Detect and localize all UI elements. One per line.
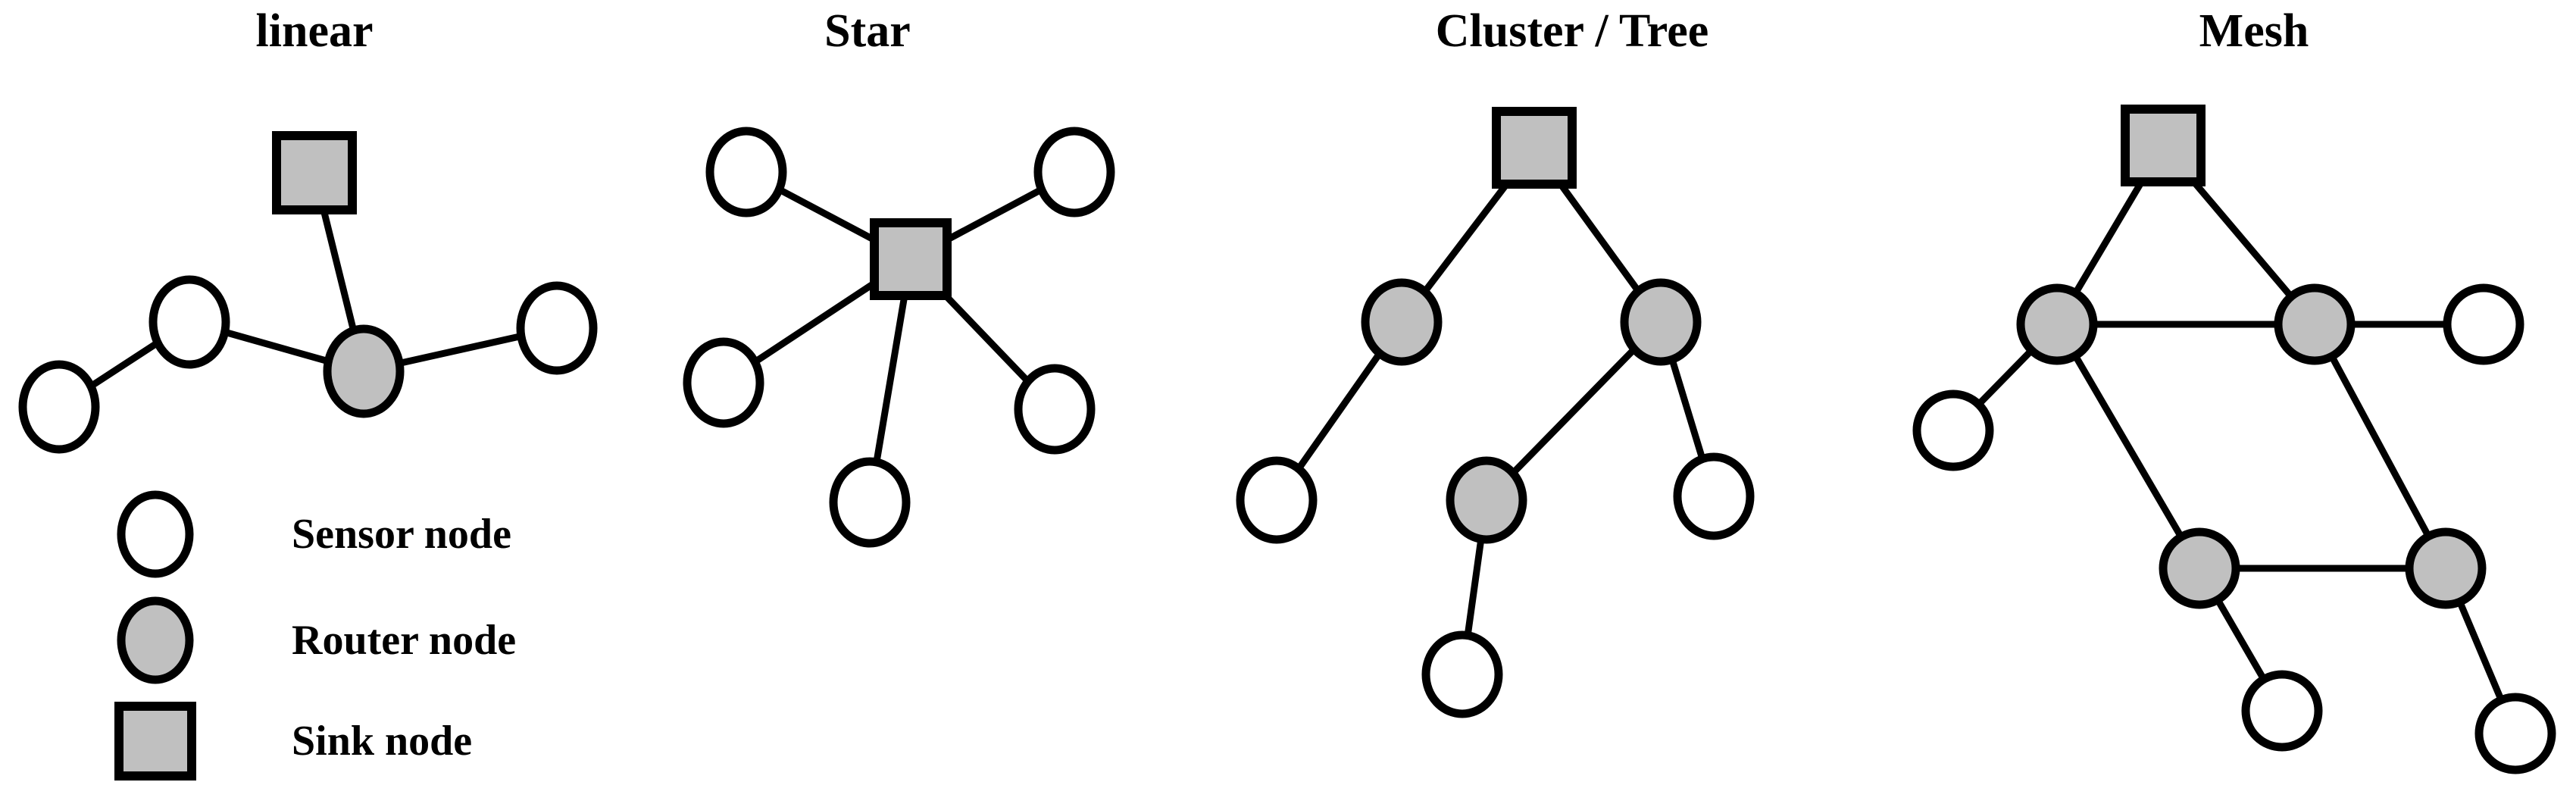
legend-label-sink-node: Sink node: [292, 718, 473, 765]
legend-icon-router-node: [117, 596, 194, 684]
legend-icon-sink-node: [114, 702, 196, 781]
sensor-node-icon: [516, 281, 598, 375]
sink-node-icon: [2121, 105, 2206, 186]
sensor-node-icon: [1236, 456, 1318, 544]
edge-T-r2-T-r3: [1508, 344, 1639, 478]
sink-node-icon: [272, 131, 357, 214]
sensor-node-icon: [1033, 127, 1115, 217]
edge-T-r1-T-s1: [1294, 349, 1384, 474]
sensor-node-icon: [2474, 693, 2556, 774]
router-node-icon: [1361, 278, 1443, 366]
router-node-icon: [1620, 278, 1702, 366]
router-node-icon: [1446, 456, 1527, 544]
sensor-node-icon: [18, 360, 100, 454]
edge-M-r1-M-s2: [1974, 346, 2037, 409]
node-group: [18, 131, 598, 454]
edge-L-sink-L-r1: [320, 205, 358, 336]
router-node-icon: [2274, 283, 2356, 365]
sensor-node-icon: [148, 275, 230, 369]
topology-panel-cluster_tree: [1236, 107, 1755, 718]
sensor-node-icon: [1014, 364, 1096, 455]
sensor-node-icon: [1421, 630, 1503, 718]
panel-title-mesh: Mesh: [2199, 5, 2309, 57]
edge-group: [1294, 179, 1707, 641]
node-group: [1236, 107, 1755, 718]
sensor-node-icon: [683, 337, 764, 428]
legend-label-sensor-node: Sensor node: [292, 511, 511, 558]
topology-panel-linear: [18, 131, 598, 454]
edge-S-sink-S-s5: [873, 290, 908, 468]
topology-panel-star: [683, 127, 1115, 548]
panel-title-star: Star: [824, 5, 911, 57]
edge-M-r2-M-r4: [2327, 352, 2433, 541]
edge-S-sink-S-s4: [941, 291, 1033, 386]
edge-group: [86, 205, 527, 391]
panel-title-cluster-tree: Cluster / Tree: [1435, 5, 1709, 57]
sensor-node-icon: [705, 127, 787, 217]
edge-M-r3-M-s3: [2213, 595, 2268, 684]
edge-group: [750, 185, 1046, 468]
edge-S-sink-S-s3: [750, 279, 880, 367]
edge-L-r1-L-s1: [220, 328, 333, 365]
sensor-node-icon: [2443, 283, 2524, 365]
router-node-icon: [323, 324, 405, 418]
edge-L-s1-L-s2: [86, 338, 163, 391]
edge-L-r1-L-s3: [394, 332, 527, 368]
sink-node-icon: [1492, 107, 1577, 189]
panel-title-linear: linear: [255, 5, 374, 57]
router-node-icon: [2405, 527, 2487, 609]
edge-M-sink-M-r1: [2071, 177, 2146, 298]
sink-node-icon: [870, 218, 952, 300]
sensor-node-icon: [1912, 389, 1994, 471]
edge-T-sink-T-r2: [1556, 179, 1643, 296]
edge-M-r4-M-s4: [2456, 596, 2506, 705]
topology-panel-mesh: [1912, 105, 2556, 774]
edge-M-sink-M-r2: [2189, 177, 2296, 302]
edge-T-sink-T-r1: [1420, 179, 1512, 296]
sensor-node-icon: [2241, 670, 2323, 752]
node-group: [1912, 105, 2556, 774]
node-group: [683, 127, 1115, 548]
legend-label-router-node: Router node: [292, 617, 517, 664]
edge-group: [1974, 177, 2506, 705]
edge-T-r2-T-s2: [1668, 354, 1707, 465]
edge-M-r1-M-r3: [2071, 351, 2186, 542]
edge-S-sink-S-s2: [942, 185, 1046, 244]
sensor-node-icon: [829, 457, 911, 548]
legend-icon-sensor-node: [117, 490, 194, 578]
legend-markers: [114, 490, 196, 781]
router-node-icon: [2159, 527, 2240, 609]
edge-T-r3-T-s3: [1464, 533, 1485, 641]
router-node-icon: [2016, 283, 2098, 365]
edge-S-sink-S-s1: [774, 185, 880, 244]
sensor-node-icon: [1673, 452, 1755, 540]
